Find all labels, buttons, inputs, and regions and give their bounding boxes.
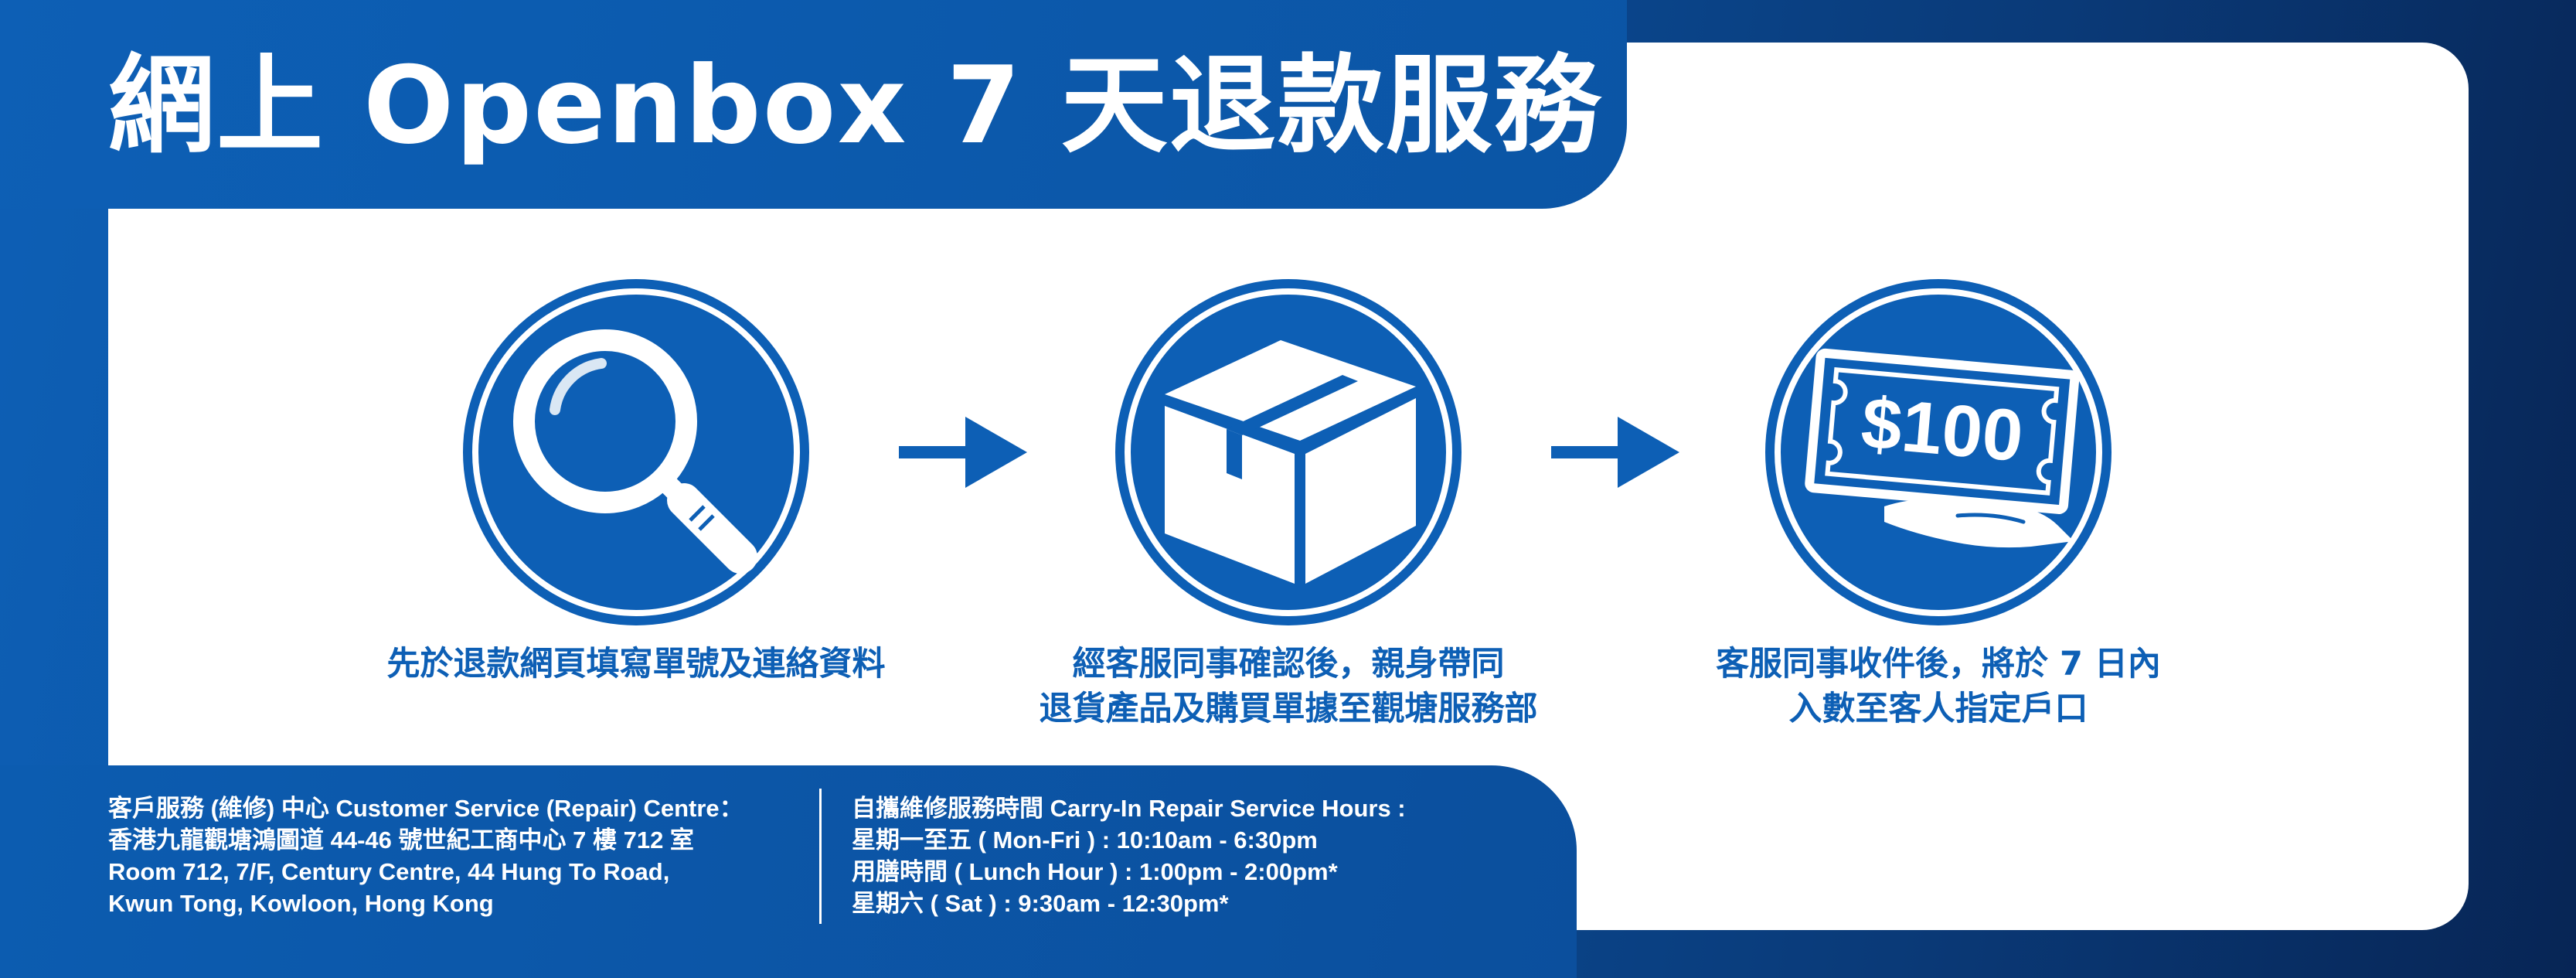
arrow-right-icon	[899, 417, 1027, 488]
title-tab	[0, 0, 1627, 209]
package-box-icon	[1115, 279, 1462, 625]
step1-caption: 先於退款網頁填寫單號及連絡資料	[386, 645, 886, 683]
money-bill-hand-icon: $100	[1765, 279, 2112, 625]
footer-divider	[819, 789, 822, 924]
bill-amount-text: $100	[1858, 382, 2026, 477]
service-hours: 自攜維修服務時間 Carry-In Repair Service Hours :…	[852, 795, 1406, 917]
service-centre-address: 客戶服務 (維修) 中心 Customer Service (Repair) C…	[108, 795, 744, 917]
step2-caption: 經客服同事確認後，親身帶同 退貨產品及購買單據至觀塘服務部	[1039, 645, 1538, 728]
magnifying-glass-icon	[463, 279, 809, 625]
page-title: 網上 Openbox 7 天退款服務	[108, 43, 1602, 168]
footer-tab	[0, 765, 1577, 978]
step3-caption: 客服同事收件後，將於 7 日內 入數至客人指定戶口	[1716, 645, 2161, 728]
arrow-right-icon	[1551, 417, 1679, 488]
